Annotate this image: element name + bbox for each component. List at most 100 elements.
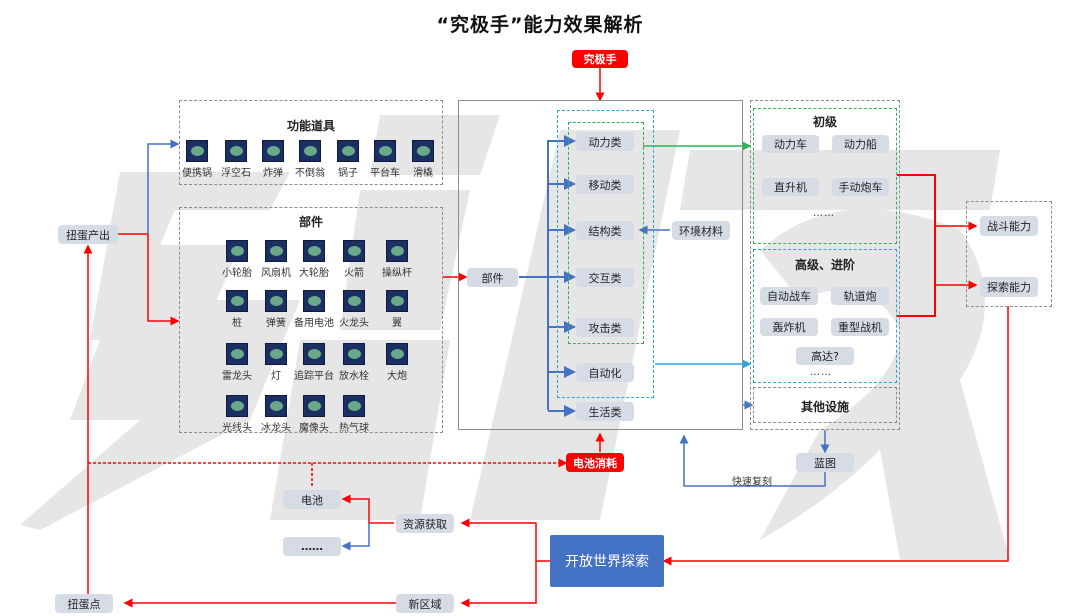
advanced-more: …… [810, 367, 832, 378]
tools-box-title: 功能道具 [286, 119, 335, 133]
parts-box [179, 207, 443, 433]
advanced-item: 重型战机 [831, 318, 889, 336]
tool-item: 滑橇 [400, 140, 446, 179]
part-item: 放水栓 [331, 343, 377, 382]
part-item-label: 火龙头 [339, 318, 369, 329]
tool-item: 平台车 [362, 140, 408, 179]
part-item-label: 魔像头 [299, 423, 329, 434]
blueprint-node: 蓝图 [796, 453, 854, 472]
battery-icon [303, 290, 325, 312]
part-item: 火龙头 [331, 290, 377, 329]
part-item: 追踪平台 [291, 343, 337, 382]
small-wheel-icon [226, 240, 248, 262]
category-node: 结构类 [576, 221, 634, 240]
basic-title: 初级 [812, 115, 837, 129]
shock-emitter-icon [226, 343, 248, 365]
rocket-icon [343, 240, 365, 262]
advanced-item: 轨道炮 [831, 287, 889, 305]
combat-ability-node: 战斗能力 [980, 216, 1038, 236]
basic-item: 动力车 [762, 135, 819, 153]
part-item: 风扇机 [253, 240, 299, 279]
basic-more: …… [813, 208, 835, 219]
light-icon [265, 343, 287, 365]
tumbler-icon [299, 140, 321, 162]
advanced-item: 高达? [796, 347, 854, 365]
part-item: 魔像头 [291, 395, 337, 434]
basic-group [753, 108, 897, 244]
pot-icon [186, 140, 208, 162]
part-item-label: 小轮胎 [222, 268, 252, 279]
basic-item: 手动炮车 [832, 178, 889, 196]
hydrant-icon [343, 343, 365, 365]
quick-copy-label: 快速复刻 [732, 477, 772, 488]
category-green-group [568, 122, 644, 344]
gacha-output-node: 扭蛋产出 [58, 225, 118, 244]
category-cyan-group [557, 110, 654, 398]
part-item-label: 灯 [271, 371, 281, 382]
tool-item-label: 不倒翁 [295, 168, 325, 179]
environment-material-node: 环境材料 [672, 221, 730, 240]
tool-item: 浮空石 [213, 140, 259, 179]
advanced-title: 高级、进阶 [794, 258, 855, 272]
fan-icon [265, 240, 287, 262]
parts-box-title: 部件 [298, 215, 323, 229]
spring-icon [265, 290, 287, 312]
part-item-label: 火箭 [344, 268, 364, 279]
other-facilities-group [753, 387, 897, 423]
resource-gathering-node: 资源获取 [396, 514, 454, 533]
wok-icon [337, 140, 359, 162]
tool-item-label: 炸弹 [263, 168, 283, 179]
part-item: 桩 [214, 290, 260, 329]
tool-item: 便携锅 [174, 140, 220, 179]
battery-node: 电池 [283, 490, 341, 509]
tool-item-label: 便携锅 [182, 168, 212, 179]
platform-cart-icon [374, 140, 396, 162]
sled-icon [412, 140, 434, 162]
tool-item-label: 锅子 [338, 168, 358, 179]
part-item: 弹簧 [253, 290, 299, 329]
part-item-label: 桩 [232, 318, 242, 329]
advanced-group [753, 249, 897, 383]
basic-item: 直升机 [762, 178, 819, 196]
part-item-label: 雷龙头 [222, 371, 252, 382]
frost-emitter-icon [265, 395, 287, 417]
bomb-icon [262, 140, 284, 162]
advanced-item: 自动战车 [760, 287, 818, 305]
part-item-label: 备用电池 [294, 318, 334, 329]
abilities-box [966, 201, 1052, 307]
part-item: 小轮胎 [214, 240, 260, 279]
category-node: 攻击类 [576, 318, 634, 337]
floating-stone-icon [225, 140, 247, 162]
part-item-label: 热气球 [339, 423, 369, 434]
big-wheel-icon [303, 240, 325, 262]
cannon-icon [386, 343, 408, 365]
part-item: 操纵杆 [374, 240, 420, 279]
parts-node: 部件 [467, 268, 518, 287]
ultrahand-source-node: 究极手 [572, 50, 628, 68]
part-item-label: 风扇机 [261, 268, 291, 279]
results-box [750, 100, 900, 430]
category-node: 交互类 [576, 268, 634, 287]
category-node: 自动化 [576, 363, 634, 382]
tool-item-label: 平台车 [370, 168, 400, 179]
category-node: 生活类 [576, 402, 634, 421]
tool-item-label: 浮空石 [221, 168, 251, 179]
category-node: 移动类 [576, 175, 634, 194]
more-resources-node: …… [283, 537, 341, 556]
advanced-item: 轰炸机 [760, 318, 818, 336]
tool-item: 炸弹 [250, 140, 296, 179]
part-item-label: 翼 [392, 318, 402, 329]
other-facilities-label: 其他设施 [800, 400, 849, 414]
part-item: 热气球 [331, 395, 377, 434]
part-item-label: 大轮胎 [299, 268, 329, 279]
category-node: 动力类 [576, 132, 634, 151]
part-item-label: 冰龙头 [261, 423, 291, 434]
part-item: 冰龙头 [253, 395, 299, 434]
open-world-exploration-node: 开放世界探索 [550, 535, 664, 587]
part-item-label: 放水栓 [339, 371, 369, 382]
part-item-label: 操纵杆 [382, 268, 412, 279]
wing-icon [386, 290, 408, 312]
hot-air-balloon-icon [343, 395, 365, 417]
